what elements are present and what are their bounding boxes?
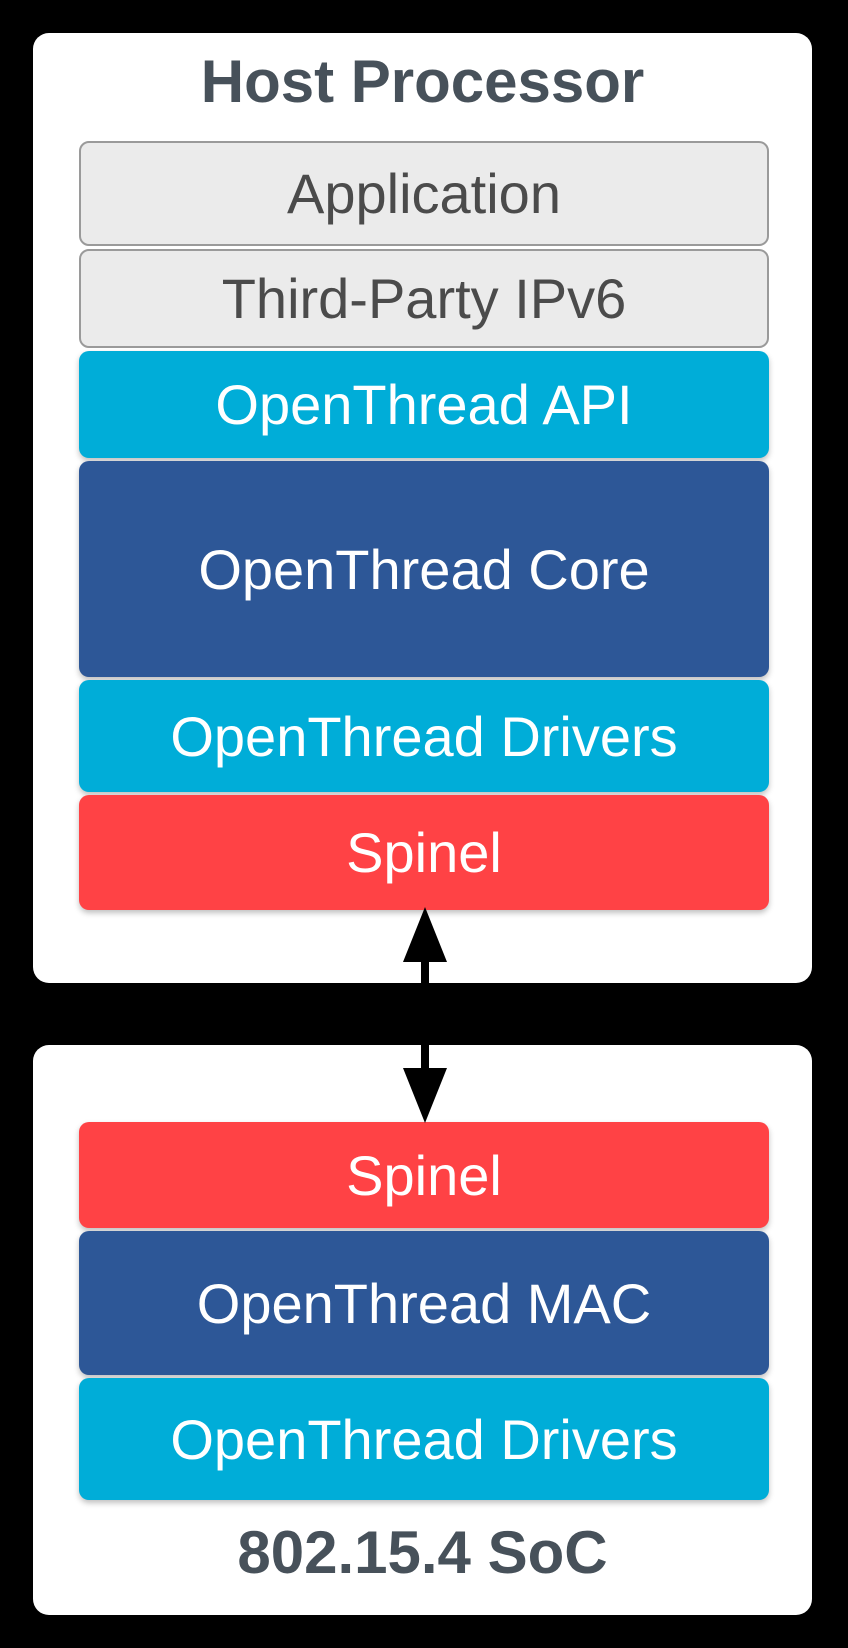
layer-openthread-drivers-host: OpenThread Drivers [79, 680, 769, 792]
layer-spinel-soc: Spinel [79, 1122, 769, 1228]
layer-third-party-ipv6: Third-Party IPv6 [79, 249, 769, 348]
layer-openthread-core: OpenThread Core [79, 461, 769, 677]
layer-application: Application [79, 141, 769, 246]
host-processor-title: Host Processor [200, 48, 645, 115]
layer-openthread-mac: OpenThread MAC [79, 1231, 769, 1375]
layer-spinel-host: Spinel [79, 795, 769, 910]
layer-openthread-drivers-soc: OpenThread Drivers [79, 1378, 769, 1500]
layer-openthread-api: OpenThread API [79, 351, 769, 458]
soc-title: 802.15.4 SoC [237, 1519, 608, 1586]
soc-panel: Spinel OpenThread MAC OpenThread Drivers… [33, 1045, 812, 1615]
bidirectional-arrow-icon [403, 907, 447, 1123]
host-processor-panel: Host Processor Application Third-Party I… [33, 33, 812, 983]
